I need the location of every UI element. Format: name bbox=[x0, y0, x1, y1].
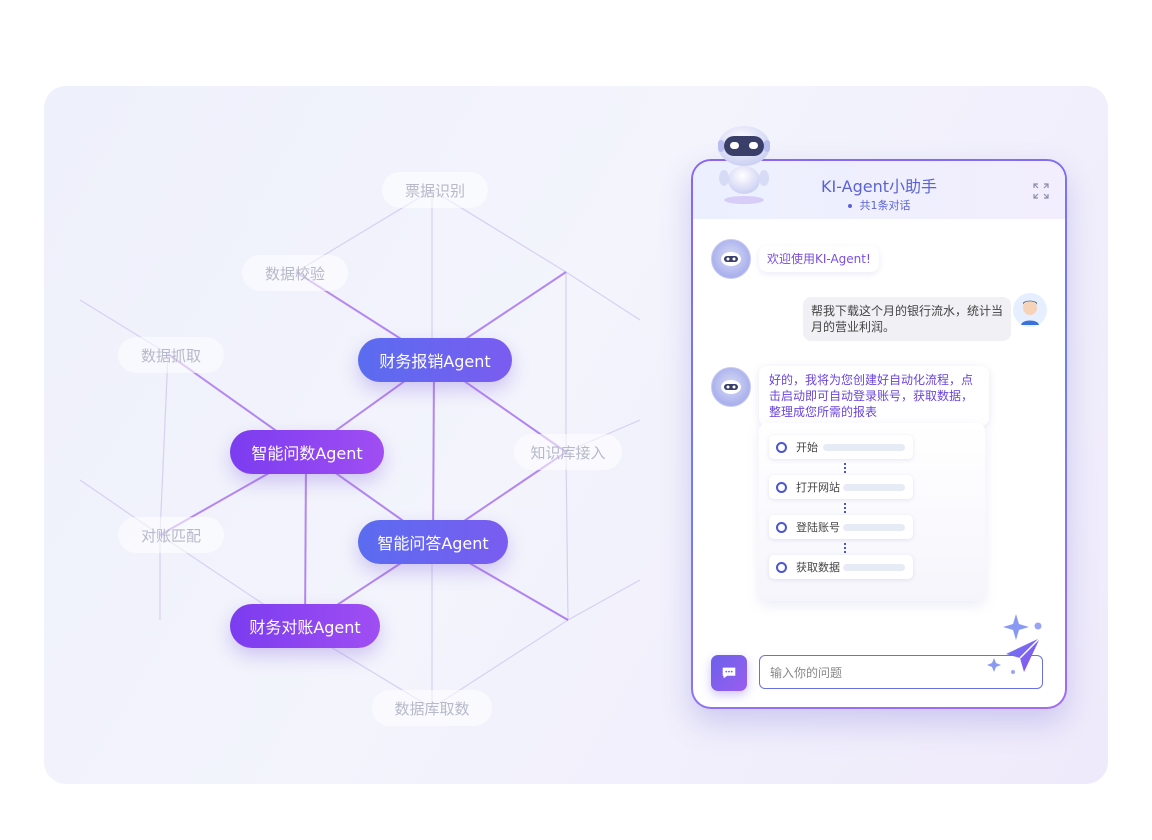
workflow-step[interactable]: 获取数据 bbox=[769, 555, 913, 579]
workflow-step[interactable]: 开始 bbox=[769, 435, 913, 459]
chat-subtitle: 共1条对话 bbox=[693, 197, 1065, 213]
bot-avatar-icon bbox=[711, 367, 751, 407]
step-label: 开始 bbox=[796, 441, 818, 454]
step-connector bbox=[844, 463, 846, 475]
node-smart-qa-agent[interactable]: 智能问答Agent bbox=[358, 520, 508, 564]
expand-icon[interactable] bbox=[1033, 183, 1049, 199]
bot-welcome-message: 欢迎使用KI-Agent! bbox=[759, 246, 879, 272]
bot-avatar-icon bbox=[711, 239, 751, 279]
step-circle-icon bbox=[776, 482, 787, 493]
node-ghost: 数据库取数 bbox=[372, 690, 492, 726]
workflow-step[interactable]: 登陆账号 bbox=[769, 515, 913, 539]
chat-count: 共1条对话 bbox=[859, 199, 911, 212]
step-label: 打开网站 bbox=[796, 481, 840, 494]
step-placeholder-bar bbox=[843, 564, 905, 571]
step-circle-icon bbox=[776, 442, 787, 453]
message-icon[interactable] bbox=[711, 655, 747, 691]
step-connector bbox=[844, 503, 846, 515]
step-circle-icon bbox=[776, 562, 787, 573]
node-ghost: 票据识别 bbox=[382, 172, 488, 208]
node-ghost: 知识库接入 bbox=[514, 434, 622, 470]
step-circle-icon bbox=[776, 522, 787, 533]
step-placeholder-bar bbox=[823, 444, 905, 451]
step-placeholder-bar bbox=[843, 484, 905, 491]
chat-panel: KI-Agent小助手 共1条对话 欢迎使用KI-Agent! 帮我下载这个月的… bbox=[691, 159, 1067, 709]
user-message: 帮我下载这个月的银行流水，统计当月的营业利润。 bbox=[803, 297, 1011, 341]
step-label: 获取数据 bbox=[796, 561, 840, 574]
workflow-steps: 开始 打开网站 登陆账号 获取数据 bbox=[759, 423, 985, 601]
user-avatar-icon bbox=[1013, 293, 1047, 327]
chat-title: KI-Agent小助手 bbox=[821, 177, 937, 196]
question-input[interactable]: 输入你的问题 bbox=[759, 655, 1043, 689]
node-smart-data-query-agent[interactable]: 智能问数Agent bbox=[230, 430, 384, 474]
node-ghost: 对账匹配 bbox=[118, 517, 224, 553]
node-ghost: 数据抓取 bbox=[118, 337, 224, 373]
chat-panel-body: KI-Agent小助手 共1条对话 欢迎使用KI-Agent! 帮我下载这个月的… bbox=[693, 161, 1065, 707]
step-connector bbox=[844, 543, 846, 555]
step-label: 登陆账号 bbox=[796, 521, 840, 534]
node-ghost: 数据校验 bbox=[242, 255, 348, 291]
robot-mascot-icon bbox=[718, 126, 770, 204]
bot-reply-message: 好的，我将为您创建好自动化流程，点击启动即可自动登录账号，获取数据，整理成您所需… bbox=[759, 366, 989, 426]
node-finance-reconcile-agent[interactable]: 财务对账Agent bbox=[230, 604, 380, 648]
send-sparkle-icon[interactable] bbox=[980, 610, 1050, 680]
node-finance-reimburse-agent[interactable]: 财务报销Agent bbox=[358, 338, 512, 382]
step-placeholder-bar bbox=[843, 524, 905, 531]
workflow-step[interactable]: 打开网站 bbox=[769, 475, 913, 499]
